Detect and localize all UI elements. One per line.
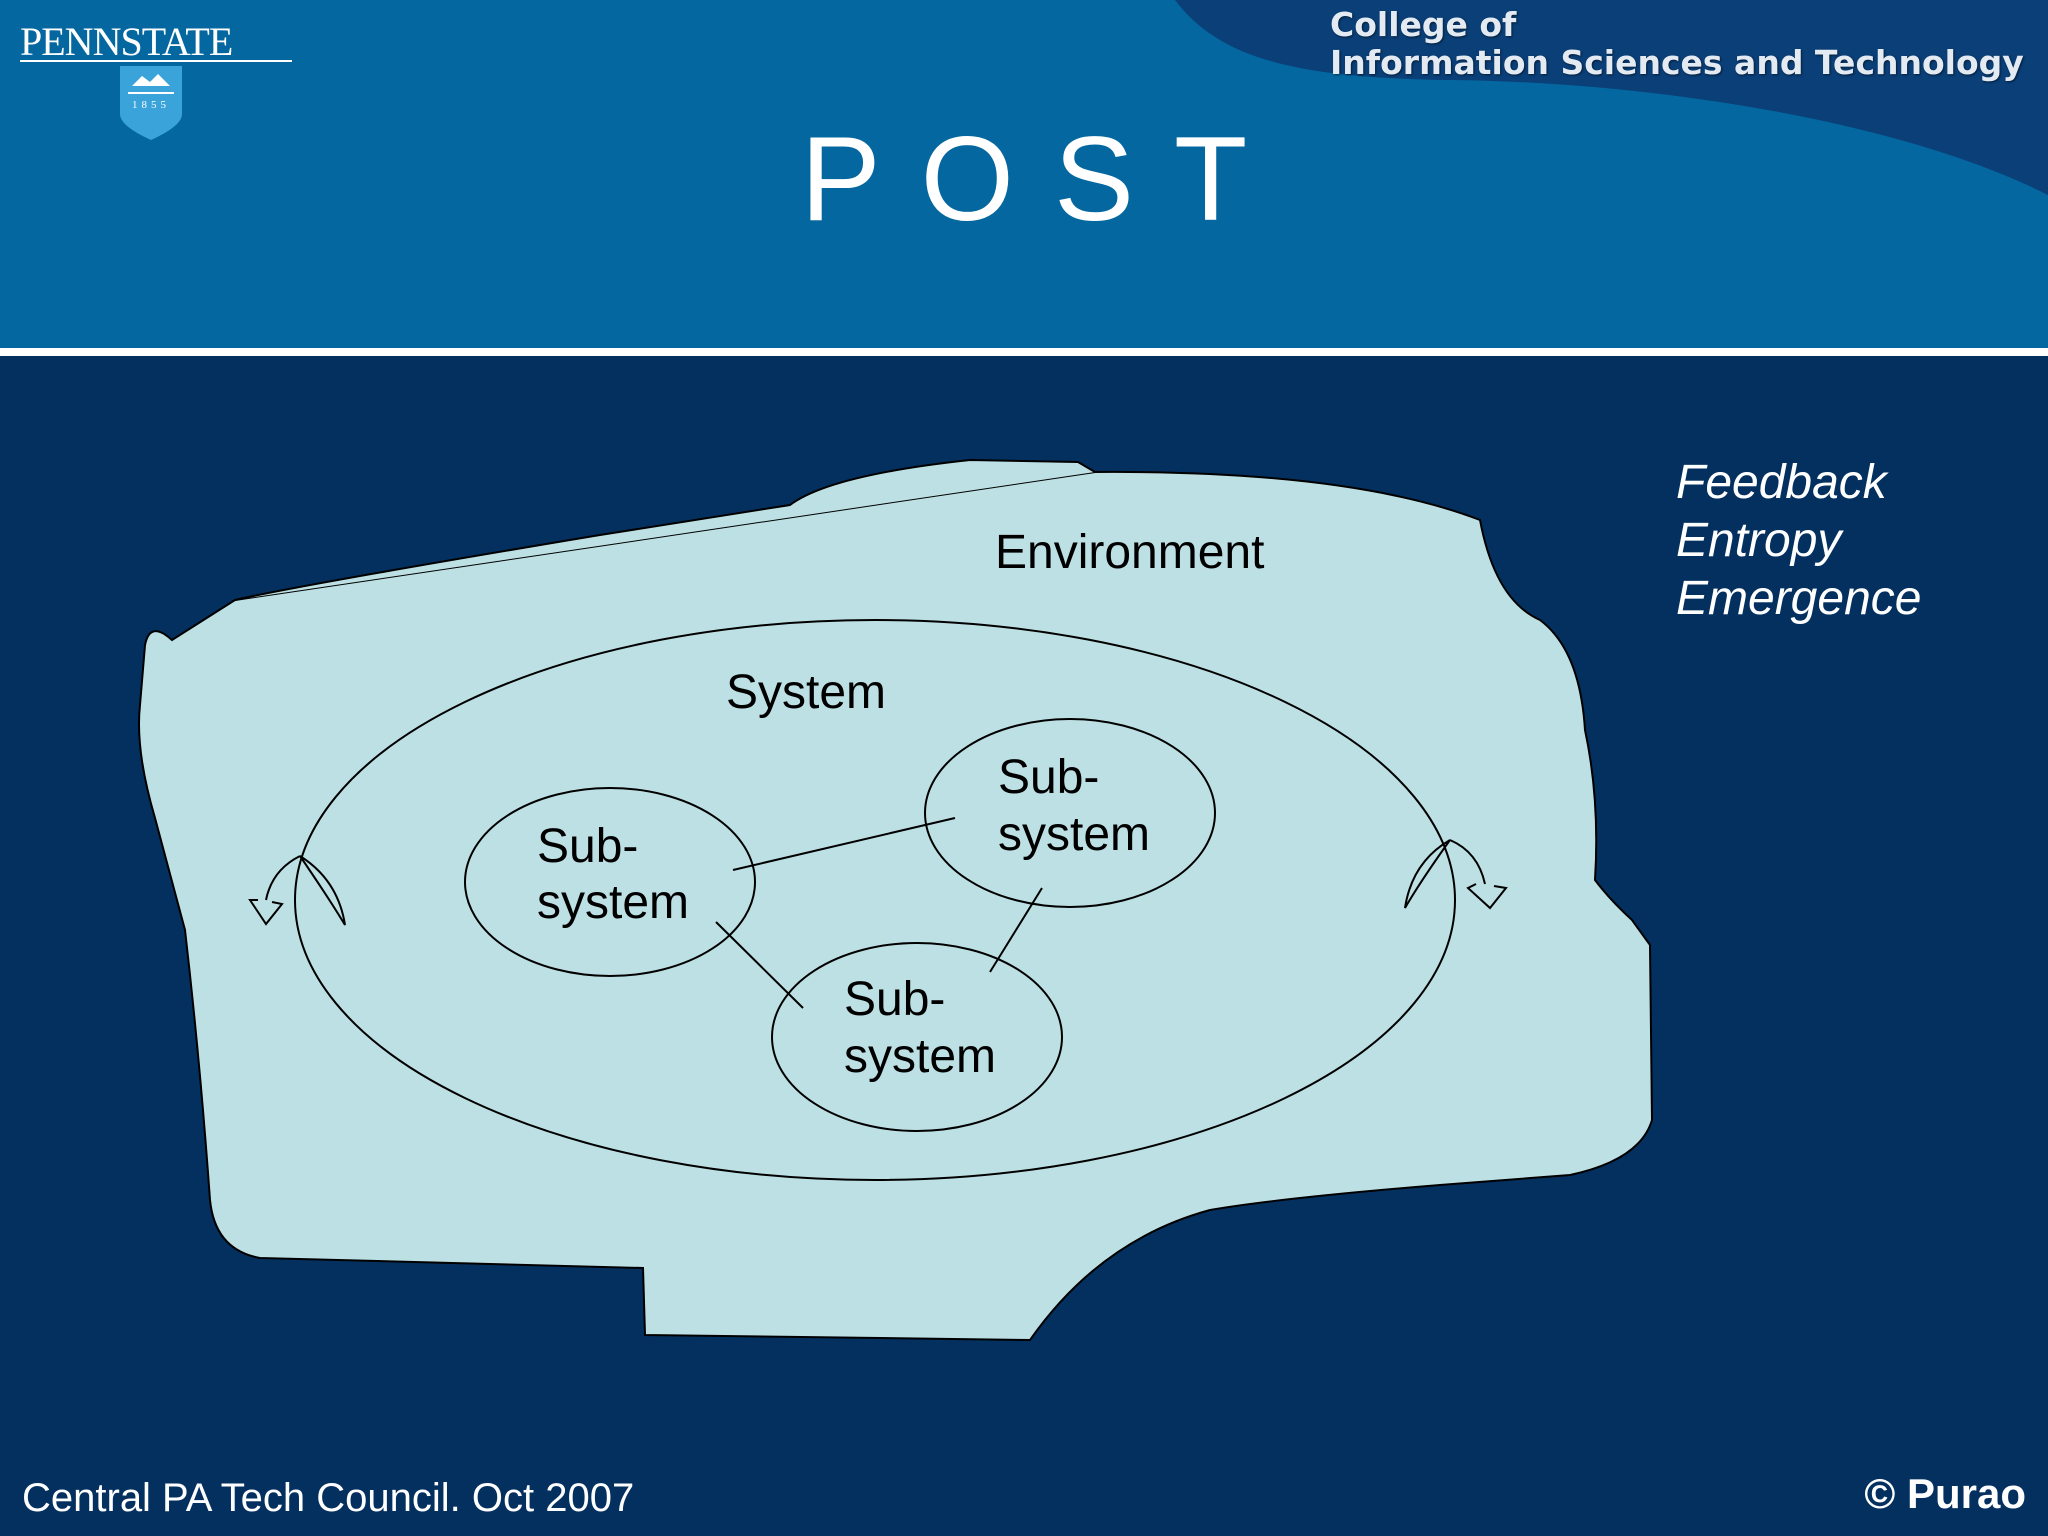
system-diagram: Environment System Sub- system Sub- syst… (138, 458, 1654, 1342)
college-line-1: College of (1330, 5, 1517, 44)
subsystem-left-line1: Sub- (537, 820, 638, 873)
subsystem-right-line2: system (998, 808, 1150, 861)
concept-feedback: Feedback (1676, 456, 1887, 509)
footer-source: Central PA Tech Council. Oct 2007 (22, 1476, 635, 1520)
slide-title: POST (800, 112, 1288, 246)
pennstate-logo-wordmark: PENNSTATE (20, 19, 233, 64)
link-left-to-right (732, 817, 956, 871)
subsystem-bottom-line1: Sub- (844, 973, 945, 1026)
subsystem-upper-right (924, 718, 1216, 908)
link-left-to-bottom (715, 921, 804, 1009)
subsystem-right-line1: Sub- (998, 751, 1099, 804)
subsystem-left (464, 787, 756, 977)
feedback-arrow-right-icon (1404, 839, 1508, 910)
concept-emergence: Emergence (1676, 572, 1922, 625)
slide-header: PENNSTATE 1855 College of Information Sc… (0, 0, 2048, 348)
concept-entropy: Entropy (1676, 514, 1842, 567)
header-divider (0, 348, 2048, 356)
subsystem-left-line2: system (537, 876, 689, 929)
header-swoosh-graphic (1175, 0, 2048, 195)
system-boundary (294, 619, 1456, 1181)
college-line-2: Information Sciences and Technology (1330, 43, 2024, 82)
feedback-arrow-left-icon (248, 855, 346, 926)
subsystem-bottom-line2: system (844, 1030, 996, 1083)
subsystem-bottom (771, 942, 1063, 1132)
pennstate-shield-icon: 1855 (120, 66, 182, 140)
environment-label: Environment (995, 526, 1264, 579)
environment-region (138, 470, 1654, 1342)
environment-top-edge (234, 458, 1096, 601)
logo-rule (20, 60, 292, 62)
college-name: College of Information Sciences and Tech… (1330, 6, 2024, 82)
logo-year: 1855 (132, 99, 170, 111)
link-right-to-bottom (989, 887, 1043, 973)
system-label: System (726, 666, 886, 719)
footer-copyright: © Purao (1864, 1470, 2026, 1517)
concepts-list: Feedback Entropy Emergence (1676, 454, 1921, 628)
